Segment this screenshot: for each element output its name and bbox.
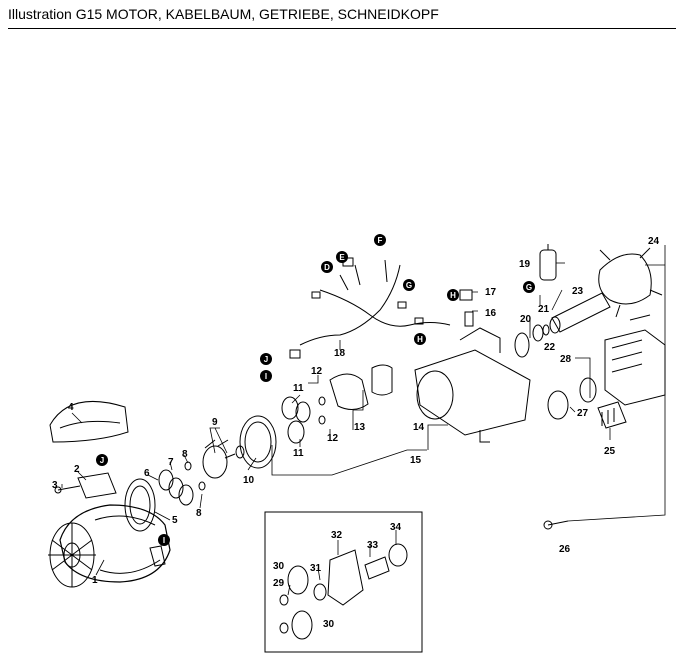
svg-text:G: G bbox=[526, 283, 532, 292]
part-number-label: 8 bbox=[196, 508, 202, 519]
part-number-label: 3 bbox=[52, 480, 58, 491]
part-number-label: 9 bbox=[212, 417, 218, 428]
planet-carrier-part-9 bbox=[202, 439, 236, 479]
connector-callout: E bbox=[336, 251, 348, 263]
inset-gearbox-parts bbox=[279, 543, 408, 640]
svg-text:G: G bbox=[406, 281, 412, 290]
blade-set-part-25 bbox=[547, 377, 627, 429]
illustration-header: Illustration G15 MOTOR, KABELBAUM, GETRI… bbox=[8, 4, 676, 29]
part-number-label: 11 bbox=[293, 448, 304, 459]
gear-set-part-7 bbox=[158, 461, 206, 506]
part-number-label: 6 bbox=[144, 468, 150, 479]
screw-part-26 bbox=[543, 520, 569, 530]
part-number-label: 16 bbox=[485, 308, 497, 319]
part-number-label: 11 bbox=[293, 383, 304, 394]
bracket-part-2 bbox=[54, 472, 117, 499]
svg-text:I: I bbox=[265, 372, 267, 381]
svg-text:I: I bbox=[163, 536, 165, 545]
part-number-label: 13 bbox=[354, 422, 366, 433]
motor-cover-part-4 bbox=[49, 400, 129, 443]
connector-callout: G bbox=[403, 279, 415, 291]
part-number-label: 7 bbox=[168, 457, 174, 468]
connector-callout: I bbox=[260, 370, 272, 382]
gear-part-11 bbox=[281, 396, 326, 444]
carrier-part-13 bbox=[329, 364, 393, 410]
part-number-label: 17 bbox=[485, 287, 497, 298]
part-number-label: 29 bbox=[273, 578, 285, 589]
connector-callout: J bbox=[96, 454, 108, 466]
part-number-label: 34 bbox=[390, 522, 402, 533]
svg-text:J: J bbox=[100, 456, 104, 465]
part-number-label: 10 bbox=[243, 475, 255, 486]
part-number-label: 27 bbox=[577, 408, 589, 419]
part-number-label: 25 bbox=[604, 446, 616, 457]
header-rule bbox=[8, 28, 676, 29]
part-number-label: 31 bbox=[310, 563, 322, 574]
connector-callout: G bbox=[523, 281, 535, 293]
part-number-label: 28 bbox=[560, 354, 572, 365]
connector-callout: F bbox=[374, 234, 386, 246]
svg-text:D: D bbox=[324, 263, 330, 272]
leader-lines bbox=[61, 245, 666, 596]
part-number-label: 23 bbox=[572, 286, 584, 297]
seal-rings-part-20 bbox=[514, 324, 550, 358]
part-number-label: 22 bbox=[544, 342, 556, 353]
part-number-label: 12 bbox=[311, 366, 323, 377]
part-number-label: 8 bbox=[182, 449, 188, 460]
part-number-label: 26 bbox=[559, 544, 571, 555]
part-number-label: 21 bbox=[538, 304, 550, 315]
part-number-label: 24 bbox=[648, 236, 660, 247]
ring-gear-part-10 bbox=[235, 415, 277, 469]
part-number-label: 20 bbox=[520, 314, 532, 325]
connector-callout: H bbox=[447, 289, 459, 301]
part-number-label: 33 bbox=[367, 540, 379, 551]
part-number-label: 18 bbox=[334, 348, 346, 359]
part-number-label: 12 bbox=[327, 433, 339, 444]
svg-text:E: E bbox=[339, 253, 345, 262]
connector-callout: D bbox=[321, 261, 333, 273]
svg-text:H: H bbox=[417, 335, 423, 344]
wiring-harness-part-18 bbox=[289, 257, 451, 359]
switch-part-17 bbox=[459, 289, 474, 327]
illustration-title: Illustration G15 MOTOR, KABELBAUM, GETRI… bbox=[8, 6, 439, 22]
connector-callout: I bbox=[158, 534, 170, 546]
capacitor-part-19 bbox=[539, 244, 557, 281]
inset-box bbox=[264, 511, 423, 653]
cutter-head-part-28 bbox=[604, 314, 666, 406]
connector-callout: H bbox=[414, 333, 426, 345]
part-number-label: 30 bbox=[323, 619, 335, 630]
part-number-label: 2 bbox=[74, 464, 80, 475]
cutter-blade-part-24 bbox=[598, 247, 663, 318]
part-number-label: 4 bbox=[68, 402, 74, 413]
svg-text:H: H bbox=[450, 291, 456, 300]
motor-part-1 bbox=[48, 504, 171, 588]
part-number-label: 1 bbox=[92, 575, 98, 586]
svg-text:F: F bbox=[378, 236, 383, 245]
part-number-label: 19 bbox=[519, 259, 531, 270]
shaft-part-23 bbox=[549, 292, 611, 334]
part-number-label: 15 bbox=[410, 455, 422, 466]
connector-callout: J bbox=[260, 353, 272, 365]
part-number-label: 14 bbox=[413, 422, 425, 433]
gear-ring-part-5 bbox=[124, 478, 156, 532]
svg-text:J: J bbox=[264, 355, 268, 364]
part-number-label: 30 bbox=[273, 561, 285, 572]
part-number-label: 5 bbox=[172, 515, 178, 526]
part-number-label: 32 bbox=[331, 530, 343, 541]
gear-housing-part-14 bbox=[414, 327, 531, 443]
